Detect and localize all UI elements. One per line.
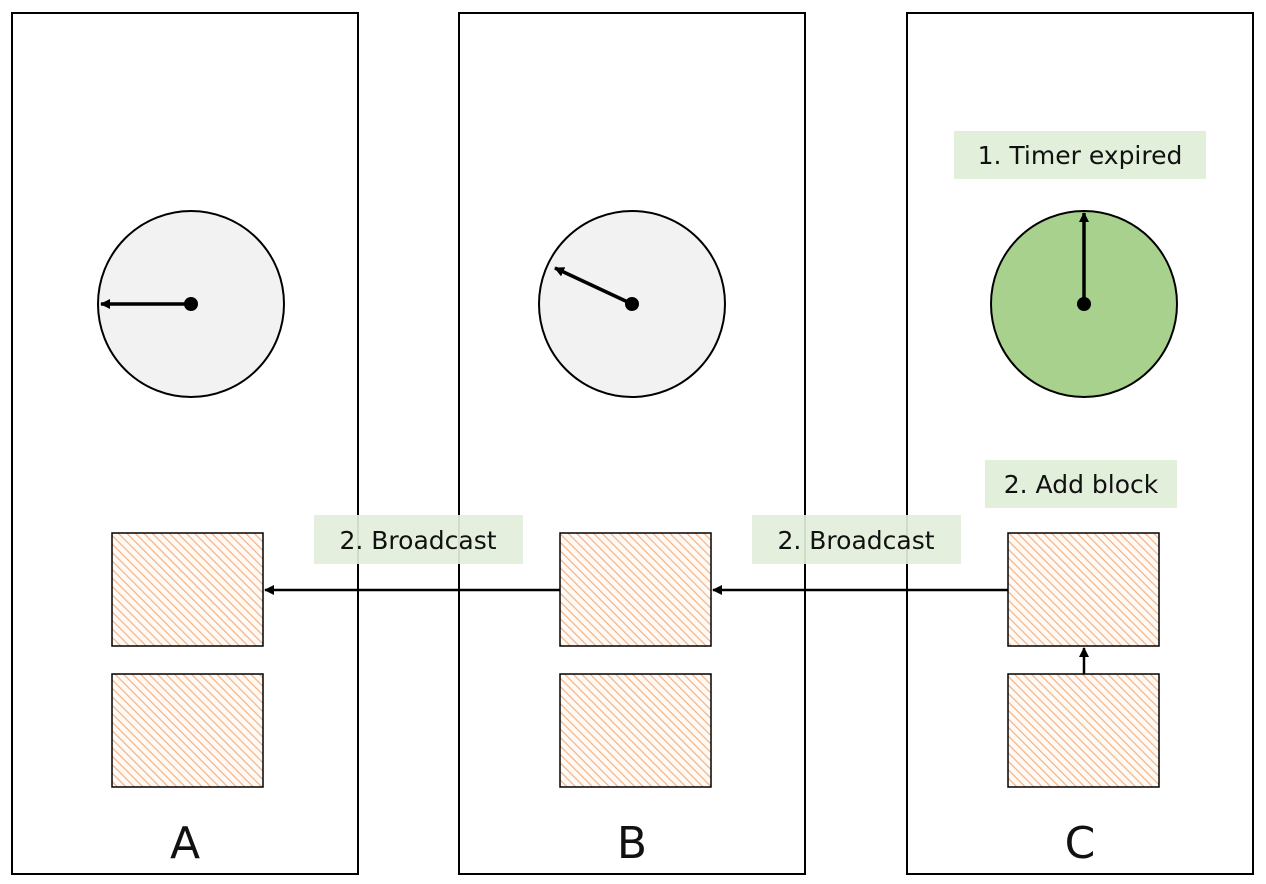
node-c-clock (990, 210, 1178, 398)
timer-expired-label-bg (954, 131, 1206, 179)
broadcast-label-ab: 2. Broadcast (339, 526, 496, 555)
node-c-label: C (1065, 818, 1096, 869)
broadcast-label-ab-bg (314, 515, 523, 564)
node-a-clock (97, 210, 285, 398)
node-a-label: A (170, 818, 200, 869)
broadcast-label-bc: 2. Broadcast (777, 526, 934, 555)
node-a-clock-pivot (184, 297, 198, 311)
broadcast-label-bc-bg (752, 515, 961, 564)
add-block-label: 2. Add block (1004, 470, 1159, 499)
node-b-clock-pivot (625, 297, 639, 311)
node-b: B (458, 12, 806, 875)
node-a-block-top (111, 532, 264, 647)
node-b-label: B (617, 818, 647, 869)
node-c-clock-pivot (1077, 297, 1091, 311)
node-a: A (11, 12, 359, 875)
timer-expired-label: 1. Timer expired (978, 141, 1183, 170)
node-b-block-top (559, 532, 712, 647)
node-b-block-bottom (559, 673, 712, 788)
node-b-clock (538, 210, 726, 398)
node-b-clock-hand (554, 266, 633, 306)
node-c-block-bottom (1007, 673, 1160, 788)
node-c-block-top (1007, 532, 1160, 647)
node-a-block-bottom (111, 673, 264, 788)
add-block-label-bg (985, 460, 1177, 508)
node-c: 1. Timer expired 2. Add block C (906, 12, 1254, 875)
